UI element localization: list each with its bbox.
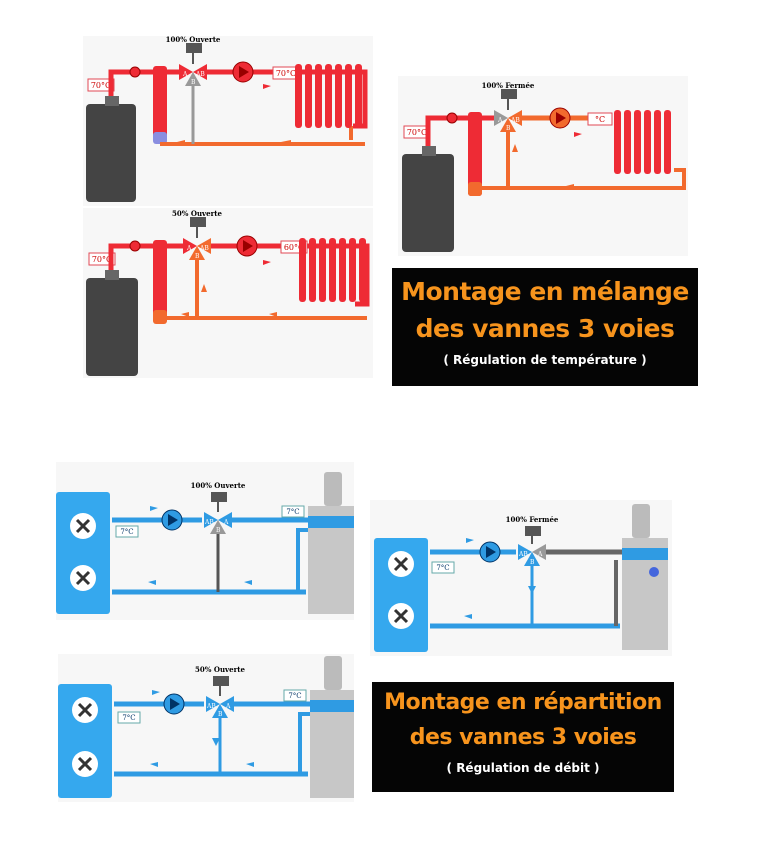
svg-text:A: A: [497, 117, 503, 124]
svg-text:A: A: [223, 519, 229, 526]
valve-label: 100% Ouverte: [166, 36, 221, 44]
temp-right: 7°C: [288, 692, 301, 700]
banner-line2: des vannes 3 voies: [409, 725, 637, 750]
valve-label: 50% Ouverte: [195, 665, 245, 674]
diverting-title-banner: Montage en répartition des vannes 3 voie…: [372, 682, 674, 792]
temp-left: 7°C: [120, 528, 133, 536]
svg-text:AB: AB: [199, 245, 209, 252]
svg-text:AB: AB: [204, 519, 214, 526]
boiler-temp: 70°C: [407, 128, 427, 137]
boiler: [86, 104, 136, 202]
mixing-diagram-closed: 70°C A AB B 100% Fermée °C: [398, 76, 688, 256]
valve-label: 100% Fermée: [482, 81, 535, 90]
diverting-diagram-open: AB A B 100% Ouverte 7°C 7°C: [56, 462, 354, 620]
fan-coil: [58, 684, 112, 798]
svg-text:B: B: [218, 711, 223, 718]
banner-line2: des vannes 3 voies: [415, 314, 675, 343]
boiler: [86, 278, 138, 376]
svg-text:A: A: [537, 551, 543, 558]
radiator: [295, 64, 362, 128]
svg-text:B: B: [195, 253, 200, 260]
radiator-temp: 60°C: [284, 243, 304, 252]
temp-right: 7°C: [286, 508, 299, 516]
svg-text:AB: AB: [518, 551, 528, 558]
temp-left: 7°C: [436, 564, 449, 572]
banner-line1: Montage en mélange: [401, 277, 689, 306]
fan-coil: [374, 538, 428, 652]
valve-label: 100% Ouverte: [191, 481, 246, 490]
svg-text:B: B: [191, 79, 196, 86]
svg-text:A: A: [186, 245, 192, 252]
diverting-diagram-half: AB A B 50% Ouverte 7°C 7°C: [58, 654, 354, 802]
svg-text:A: A: [182, 71, 188, 78]
fan-coil: [56, 492, 110, 614]
svg-text:A: A: [225, 703, 231, 710]
boiler-temp: 70°C: [92, 255, 112, 264]
boiler-temp: 70°C: [91, 81, 111, 90]
banner-subtitle: ( Régulation de température ): [443, 353, 647, 367]
valve-label: 50% Ouverte: [172, 209, 222, 218]
temp-left: 7°C: [122, 714, 135, 722]
radiator-temp: °C: [595, 115, 605, 124]
banner-line1: Montage en répartition: [384, 690, 662, 715]
svg-text:B: B: [506, 125, 511, 132]
svg-text:B: B: [216, 527, 221, 534]
svg-text:AB: AB: [510, 117, 520, 124]
chiller: [310, 656, 354, 798]
boiler: [402, 154, 454, 252]
mixing-title-banner: Montage en mélange des vannes 3 voies ( …: [392, 268, 698, 386]
radiator: [614, 110, 671, 174]
chiller: [622, 504, 668, 650]
banner-subtitle: ( Régulation de débit ): [446, 761, 600, 775]
radiator-temp: 70°C: [276, 69, 296, 78]
diverting-diagram-closed: AB A B 100% Fermée 7°C: [370, 500, 672, 656]
mixing-diagram-half: 70°C A AB B 50% Ouverte 60°C: [83, 208, 373, 378]
radiator: [299, 238, 366, 302]
svg-text:B: B: [530, 559, 535, 566]
mixing-diagram-open: 70°C A AB B 100% Ouverte 70°C: [83, 36, 373, 206]
svg-text:AB: AB: [195, 71, 205, 78]
chiller: [308, 472, 354, 614]
svg-text:AB: AB: [206, 703, 216, 710]
valve-label: 100% Fermée: [506, 515, 559, 524]
